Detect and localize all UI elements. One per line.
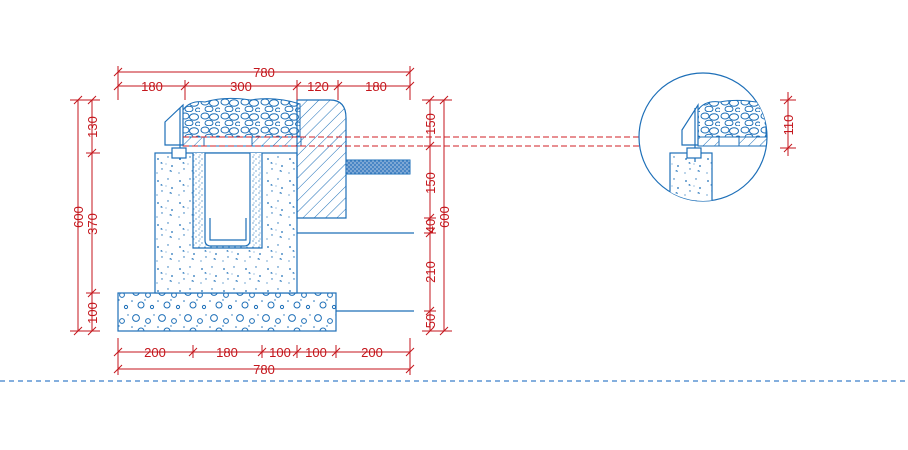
right-dim-3: 40	[423, 219, 438, 233]
base-slab	[117, 292, 337, 332]
top-dim-2: 300	[230, 79, 252, 94]
main-section	[117, 97, 414, 332]
detail-plate	[686, 147, 702, 159]
right-dim-overall: 600	[437, 206, 452, 228]
left-dim-3: 100	[85, 302, 100, 324]
right-dim-4: 210	[423, 261, 438, 283]
bottom-dimensions: 200 180 100 100 200 780	[113, 338, 415, 377]
bottom-dim-3: 100	[269, 345, 291, 360]
gravel-layer	[182, 97, 301, 138]
detail-curb	[681, 102, 699, 146]
channel-interior	[204, 152, 251, 247]
left-dim-2: 370	[85, 213, 100, 235]
retaining-wall	[296, 99, 347, 219]
right-dim-2: 150	[423, 172, 438, 194]
bottom-dim-overall: 780	[253, 362, 275, 377]
left-dimensions: 600 130 370 100	[70, 95, 100, 336]
bottom-dim-4: 100	[305, 345, 327, 360]
detail-block	[669, 152, 713, 201]
top-dim-overall: 780	[253, 65, 275, 80]
right-dimensions: 150 150 40 210 50 600	[422, 95, 452, 336]
left-dim-1: 130	[85, 116, 100, 138]
detail-view: 110	[638, 72, 796, 202]
curb-edge	[164, 103, 184, 146]
right-dim-1: 150	[423, 113, 438, 135]
drain-pipe	[345, 159, 411, 175]
top-dim-1: 180	[141, 79, 163, 94]
top-dim-3: 120	[307, 79, 329, 94]
bottom-dim-5: 200	[361, 345, 383, 360]
detail-slot	[718, 136, 740, 147]
right-dim-5: 50	[423, 314, 438, 328]
grating-slot	[203, 136, 253, 147]
channel-water-line	[209, 218, 247, 241]
detail-gravel	[697, 99, 767, 138]
bottom-dim-1: 200	[144, 345, 166, 360]
top-dimensions: 780 180 300 120 180	[113, 65, 415, 100]
anchor-plate	[171, 147, 187, 159]
top-dim-4: 180	[365, 79, 387, 94]
left-dim-overall: 600	[71, 206, 86, 228]
detail-dim-110: 110	[781, 115, 796, 136]
bottom-dim-2: 180	[216, 345, 238, 360]
